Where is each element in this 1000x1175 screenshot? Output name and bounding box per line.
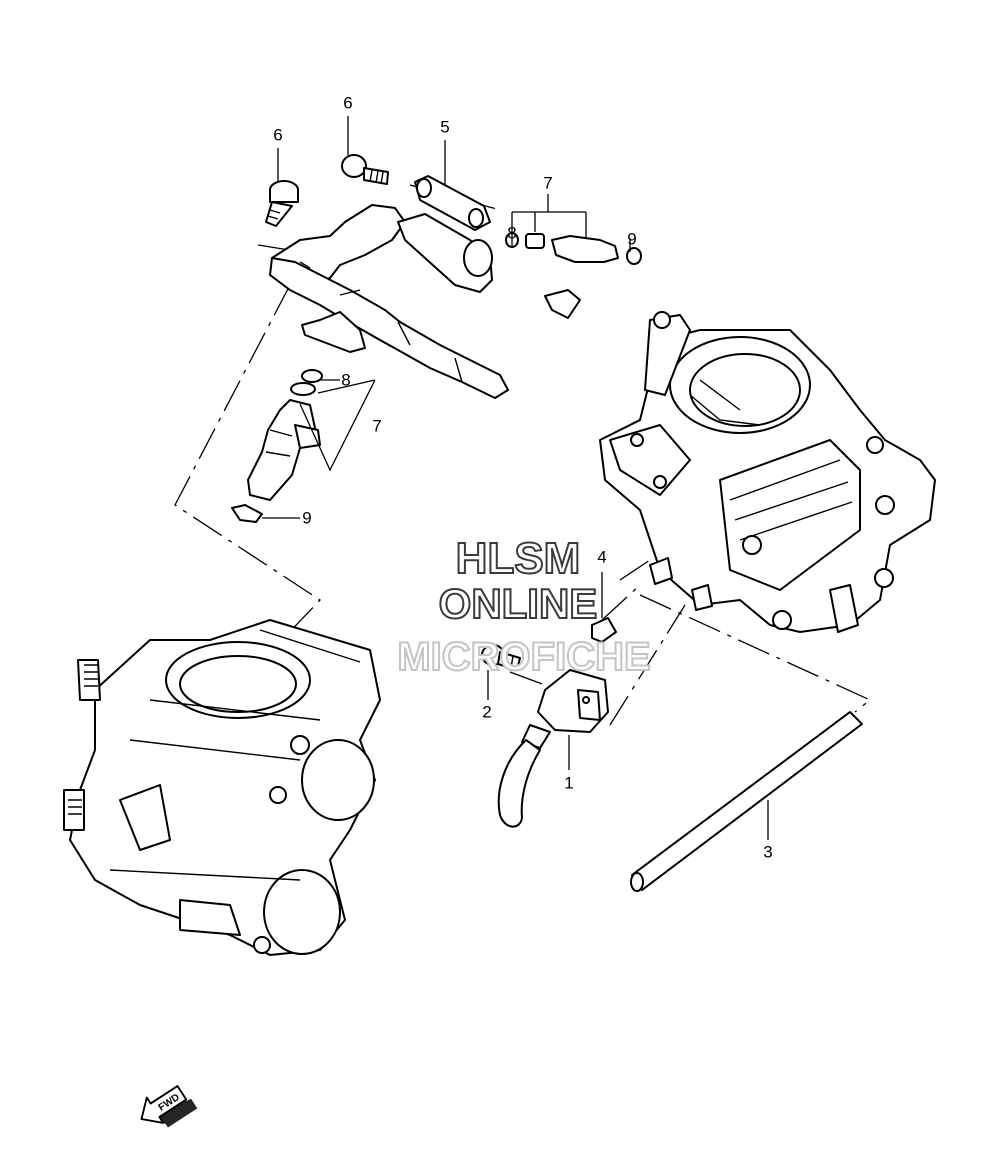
- callout-6-left[interactable]: 6: [273, 125, 282, 144]
- vacuum-hose[interactable]: [630, 711, 863, 892]
- fuel-injector-upper[interactable]: [505, 232, 642, 319]
- watermark-line-2: ONLINE: [439, 580, 598, 627]
- callout-9-left[interactable]: 9: [302, 508, 311, 527]
- forward-arrow-icon: FWD: [140, 1085, 198, 1128]
- screw-left[interactable]: [265, 180, 299, 227]
- throttle-body-left[interactable]: [63, 619, 381, 956]
- throttle-body-right[interactable]: [599, 311, 936, 633]
- callout-6-right[interactable]: 6: [343, 93, 352, 112]
- callout-7-upper[interactable]: 7: [543, 173, 552, 192]
- watermark: HLSM ONLINE MICROFICHE: [396, 533, 651, 680]
- fuel-injector-left[interactable]: [231, 369, 323, 523]
- callout-8-left[interactable]: 8: [341, 370, 350, 389]
- callout-1[interactable]: 1: [564, 773, 573, 792]
- callout-4[interactable]: 4: [597, 547, 606, 566]
- leader-lines: [262, 116, 769, 840]
- sensor-bolt[interactable]: [481, 644, 521, 671]
- watermark-line-1: HLSM: [456, 534, 581, 583]
- watermark-line-3: MICROFICHE: [397, 635, 650, 679]
- screw-right[interactable]: [341, 154, 389, 185]
- cap[interactable]: [591, 617, 617, 643]
- callout-labels: 6 6 5 7 8 9 8 7 9 4 2 1 3: [273, 93, 772, 861]
- callout-2[interactable]: 2: [482, 702, 491, 721]
- sensor[interactable]: [497, 669, 609, 828]
- callout-3[interactable]: 3: [763, 842, 772, 861]
- callout-7-left[interactable]: 7: [372, 416, 381, 435]
- callout-8-upper[interactable]: 8: [507, 223, 516, 242]
- fuel-delivery-pipe[interactable]: [269, 175, 509, 399]
- callout-9-upper[interactable]: 9: [627, 229, 636, 248]
- callout-5[interactable]: 5: [440, 117, 449, 136]
